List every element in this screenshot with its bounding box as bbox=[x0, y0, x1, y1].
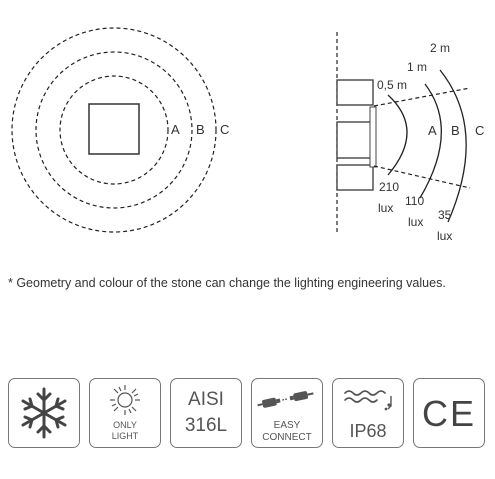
ring-a bbox=[59, 75, 169, 185]
side-view: 0,5 m 1 m 2 m A B C 210 lux 110 lux 35 l… bbox=[336, 32, 484, 243]
stone-block-bottom bbox=[336, 164, 374, 191]
only-light-badge: ONLY LIGHT bbox=[89, 378, 161, 448]
lux-210-value: 210 bbox=[379, 180, 399, 194]
fixture-square bbox=[88, 103, 140, 155]
arc-c bbox=[439, 69, 467, 223]
ip68-label: IP68 bbox=[349, 421, 387, 441]
easy-connect-badge: EASY CONNECT bbox=[251, 378, 323, 448]
water-waves-icon bbox=[344, 390, 392, 411]
beam-upper bbox=[373, 87, 471, 107]
footnote: * Geometry and colour of the stone can c… bbox=[8, 276, 446, 290]
label-a: A bbox=[171, 122, 180, 137]
side-label-c: C bbox=[475, 123, 484, 138]
light-slot bbox=[369, 106, 377, 168]
frost-resistant-badge bbox=[8, 378, 80, 448]
lux-35-value: 35 bbox=[438, 208, 452, 222]
dist-2m: 2 m bbox=[430, 41, 450, 55]
aisi-badge: AISI 316L bbox=[170, 378, 242, 448]
easy-connect-line2: CONNECT bbox=[262, 432, 312, 443]
only-light-line2: LIGHT bbox=[111, 431, 139, 441]
only-light-line1: ONLY bbox=[113, 420, 137, 430]
lux-110-unit: lux bbox=[408, 215, 423, 229]
side-label-a: A bbox=[428, 123, 437, 138]
lighting-diagram: A B C 0,5 m 1 m 2 m A B C 210 lux 110 lu… bbox=[11, 27, 484, 243]
connector-icon bbox=[257, 391, 314, 408]
stone-block-fixture bbox=[336, 121, 374, 159]
easy-connect-line1: EASY bbox=[273, 420, 301, 431]
lux-210-unit: lux bbox=[378, 201, 393, 215]
ip68-badge: IP68 bbox=[332, 378, 404, 448]
arc-a bbox=[387, 94, 408, 176]
beam-lower bbox=[373, 165, 471, 189]
arc-b bbox=[419, 83, 442, 199]
ring-b bbox=[35, 51, 193, 209]
lux-35-unit: lux bbox=[437, 229, 452, 243]
top-view bbox=[11, 27, 217, 233]
aisi-line2: 316L bbox=[184, 415, 228, 436]
dist-1m: 1 m bbox=[407, 60, 427, 74]
lux-110-value: 110 bbox=[405, 194, 424, 208]
snowflake-icon bbox=[21, 387, 66, 438]
stone-block-top bbox=[336, 79, 374, 106]
ring-c bbox=[11, 27, 217, 233]
dist-05m: 0,5 m bbox=[377, 78, 407, 92]
ce-badge: CE bbox=[413, 378, 485, 448]
ce-mark-icon: CE bbox=[421, 393, 476, 434]
side-label-b: B bbox=[451, 123, 460, 138]
aisi-line1: AISI bbox=[188, 389, 224, 410]
label-b: B bbox=[196, 122, 205, 137]
sun-icon bbox=[110, 385, 140, 415]
label-c: C bbox=[220, 122, 229, 137]
